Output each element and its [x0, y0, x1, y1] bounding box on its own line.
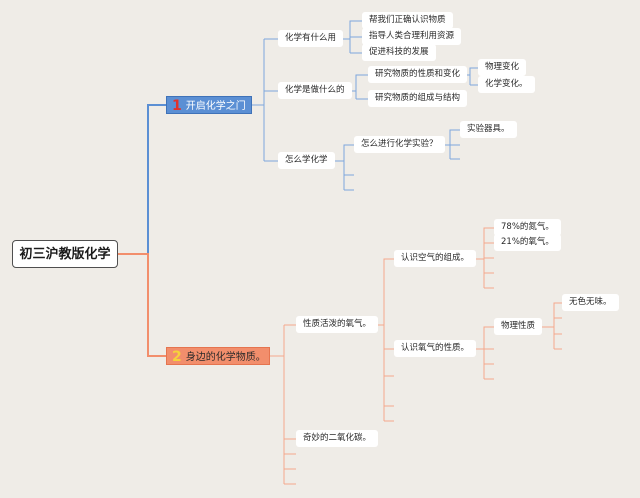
topic-chemical-change[interactable]: 化学变化。: [478, 76, 535, 93]
topic-colorless-odorless[interactable]: 无色无味。: [562, 294, 619, 311]
topic-chemistry-use[interactable]: 化学有什么用: [278, 30, 344, 47]
root-topic[interactable]: 初三沪教版化学: [12, 240, 118, 268]
topic-physical-change[interactable]: 物理变化: [478, 59, 527, 76]
topic-how-to-learn[interactable]: 怎么学化学: [278, 152, 335, 169]
topic-properties-and-changes[interactable]: 研究物质的性质和变化: [368, 66, 468, 83]
topic-physical-properties[interactable]: 物理性质: [494, 318, 543, 335]
main-topic-2-label: 身边的化学物质。: [185, 352, 266, 363]
topic-tech-development[interactable]: 促进科技的发展: [362, 44, 436, 61]
topic-what-chemistry-does[interactable]: 化学是做什么的: [278, 82, 352, 99]
topic-active-oxygen[interactable]: 性质活泼的氧气。: [296, 316, 379, 333]
topic-use-resources[interactable]: 指导人类合理利用资源: [362, 28, 462, 45]
topic-composition-structure[interactable]: 研究物质的组成与结构: [368, 90, 468, 107]
topic-carbon-dioxide[interactable]: 奇妙的二氧化碳。: [296, 430, 379, 447]
topic-number-2: 2: [172, 349, 182, 365]
main-topic-1-label: 开启化学之门: [185, 101, 246, 112]
topic-oxygen-21[interactable]: 21%的氧气。: [494, 234, 561, 251]
topic-air-composition[interactable]: 认识空气的组成。: [394, 250, 477, 267]
topic-know-substances[interactable]: 帮我们正确认识物质: [362, 12, 453, 29]
topic-nitrogen-78[interactable]: 78%的氮气。: [494, 219, 561, 236]
topic-how-to-experiment[interactable]: 怎么进行化学实验？: [354, 136, 445, 153]
topic-lab-equipment[interactable]: 实验器具。: [460, 121, 517, 138]
topic-number-1: 1: [172, 98, 182, 114]
topic-oxygen-properties[interactable]: 认识氧气的性质。: [394, 340, 477, 357]
